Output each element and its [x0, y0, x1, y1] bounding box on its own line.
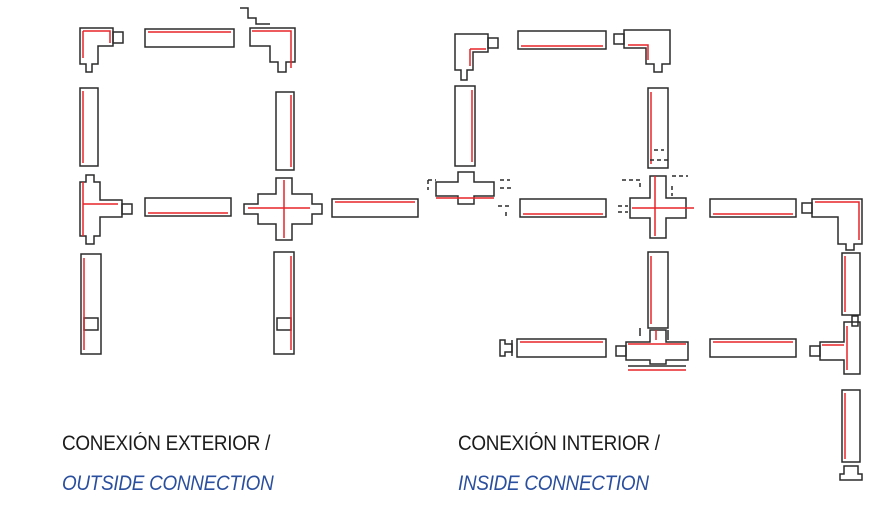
t-connector-inside — [615, 328, 689, 371]
straight-track — [80, 253, 102, 355]
t-connector — [809, 315, 861, 375]
x-connector-inside — [618, 149, 694, 239]
straight-track — [144, 197, 232, 217]
inside-caption-en: INSIDE CONNECTION — [458, 472, 649, 495]
outside-connection-layout — [79, 7, 419, 355]
straight-track — [273, 251, 295, 355]
straight-track — [517, 30, 607, 50]
outside-caption-en: OUTSIDE CONNECTION — [62, 472, 274, 495]
corner-connector-with-feed — [240, 7, 296, 73]
straight-track — [79, 87, 99, 167]
straight-track — [709, 198, 797, 218]
corner-connector — [79, 27, 124, 73]
corner-connector — [613, 29, 671, 73]
inside-caption-es: CONEXIÓN INTERIOR / — [458, 432, 660, 455]
straight-track — [275, 91, 295, 171]
straight-track — [709, 338, 797, 358]
straight-track — [647, 251, 669, 329]
corner-connector — [454, 33, 499, 81]
corner-connector — [801, 198, 863, 251]
straight-track — [519, 198, 607, 218]
straight-track — [841, 389, 861, 463]
t-connector-inside — [427, 171, 512, 216]
inside-connection-layout — [427, 29, 863, 481]
straight-track — [647, 87, 669, 169]
end-cap — [839, 465, 863, 481]
end-cap — [499, 339, 513, 357]
straight-track — [144, 28, 235, 48]
t-connector — [79, 174, 133, 245]
straight-track — [516, 338, 607, 358]
straight-track — [454, 85, 476, 167]
x-connector — [243, 177, 323, 241]
straight-track — [841, 252, 861, 316]
outside-caption-es: CONEXIÓN EXTERIOR / — [62, 432, 271, 455]
straight-track — [331, 198, 419, 218]
